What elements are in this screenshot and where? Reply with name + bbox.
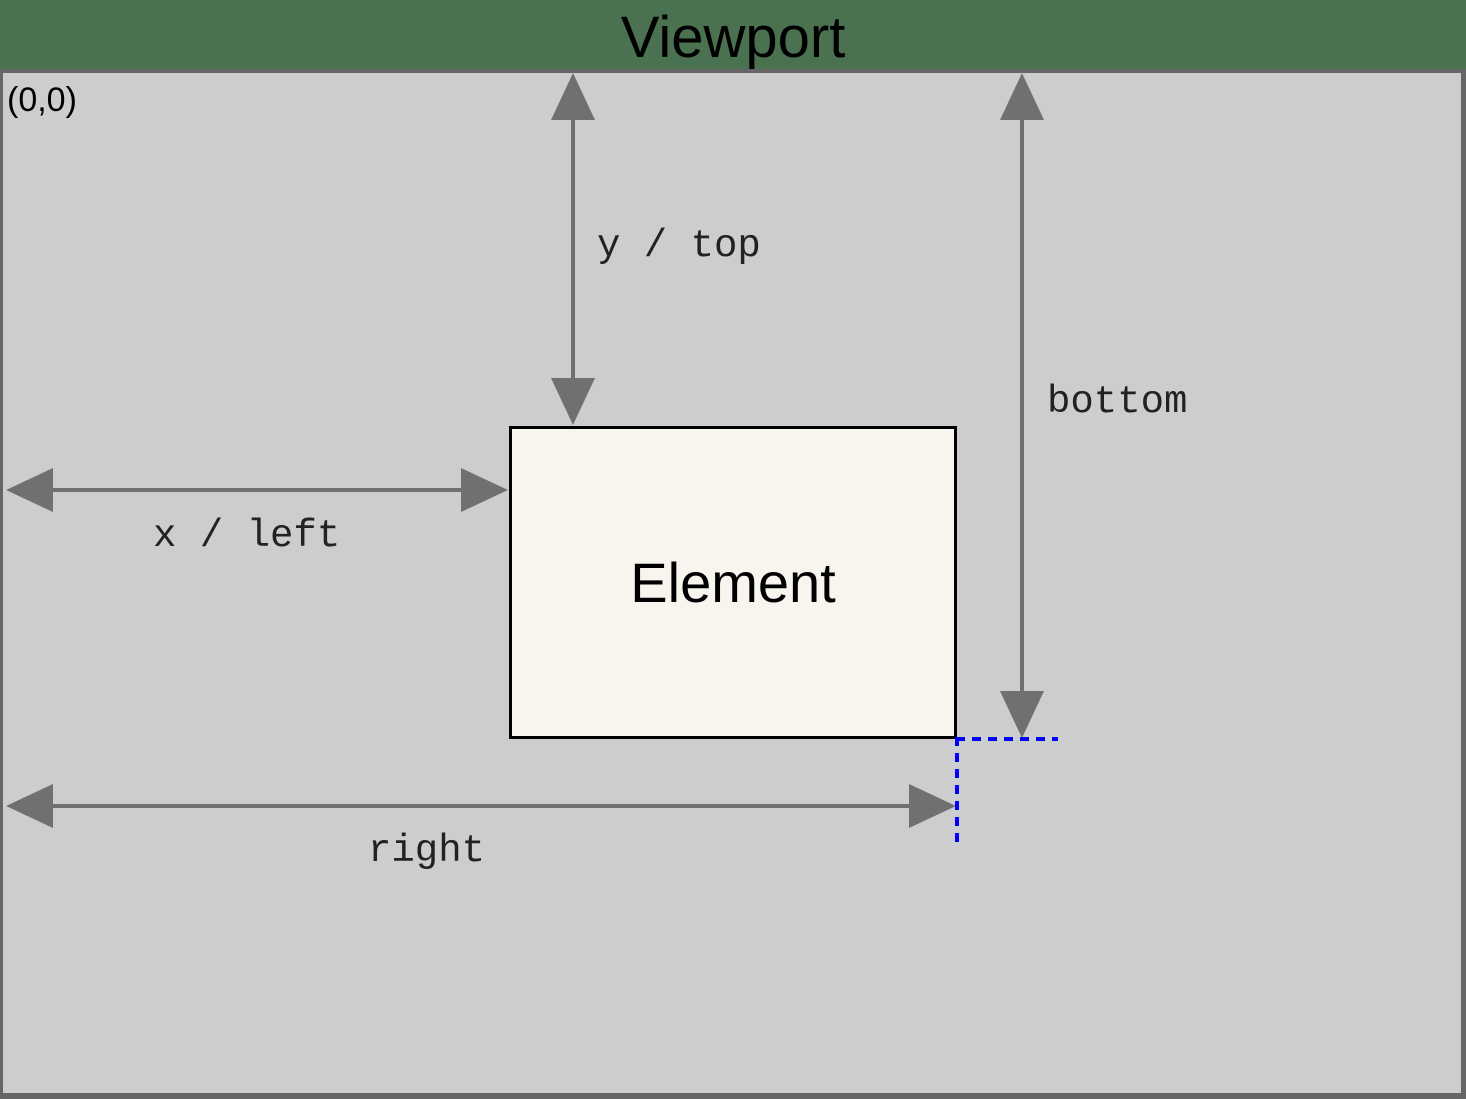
viewport-title: Viewport bbox=[620, 5, 846, 70]
y-top-measurement-label: y / top bbox=[597, 224, 761, 268]
element-box: Element bbox=[509, 426, 957, 739]
origin-coordinate-label: (0,0) bbox=[7, 81, 77, 119]
right-measurement-label: right bbox=[368, 829, 486, 873]
bottom-measurement-label: bottom bbox=[1047, 380, 1188, 424]
element-label: Element bbox=[630, 550, 836, 614]
x-left-measurement-label: x / left bbox=[153, 514, 341, 558]
